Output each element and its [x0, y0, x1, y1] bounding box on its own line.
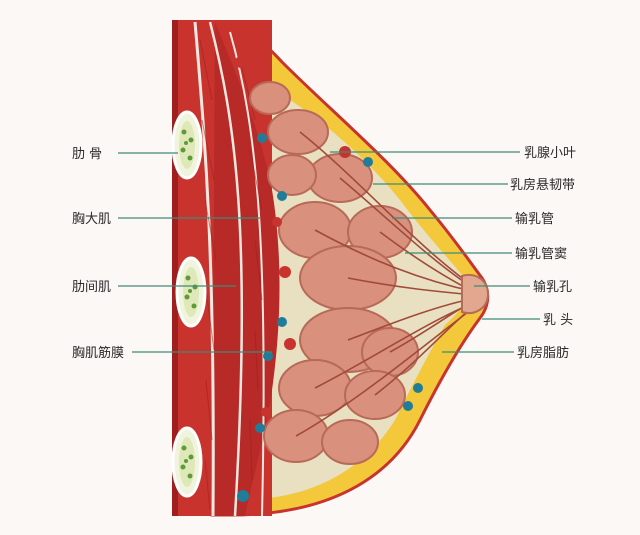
rib-group	[171, 110, 207, 498]
label-lactiferous-sinus: 输乳管窦	[515, 246, 567, 262]
muscle-fibers	[199, 39, 263, 511]
fascia-line-1	[193, 21, 215, 517]
label-pectoral-fascia: 胸肌筋膜	[72, 345, 124, 361]
label-rib: 肋 骨	[72, 147, 102, 162]
fascia-line-2	[208, 21, 244, 517]
nipple-shape	[461, 274, 490, 314]
chest-wall-edge	[172, 20, 178, 516]
lobe	[249, 81, 291, 115]
vessel-group	[235, 56, 423, 502]
label-suspensory-ligament: 乳房悬韧带	[510, 177, 575, 193]
label-intercostal-muscle: 肋间肌	[72, 280, 111, 295]
label-nipple: 乳 头	[543, 313, 573, 328]
label-lobule: 乳腺小叶	[524, 146, 576, 161]
rib-1	[171, 110, 203, 180]
left-leaders	[118, 152, 272, 353]
label-duct-opening: 输乳孔	[533, 279, 572, 295]
rib-2	[175, 256, 207, 328]
right-leaders	[330, 151, 540, 353]
label-breast-fat: 乳房脂肪	[517, 345, 569, 361]
lobe	[267, 154, 317, 196]
label-lactiferous-duct: 输乳管	[515, 211, 554, 227]
lobe	[321, 419, 379, 465]
label-pectoralis-major: 胸大肌	[72, 212, 111, 227]
rib-3	[171, 426, 203, 498]
